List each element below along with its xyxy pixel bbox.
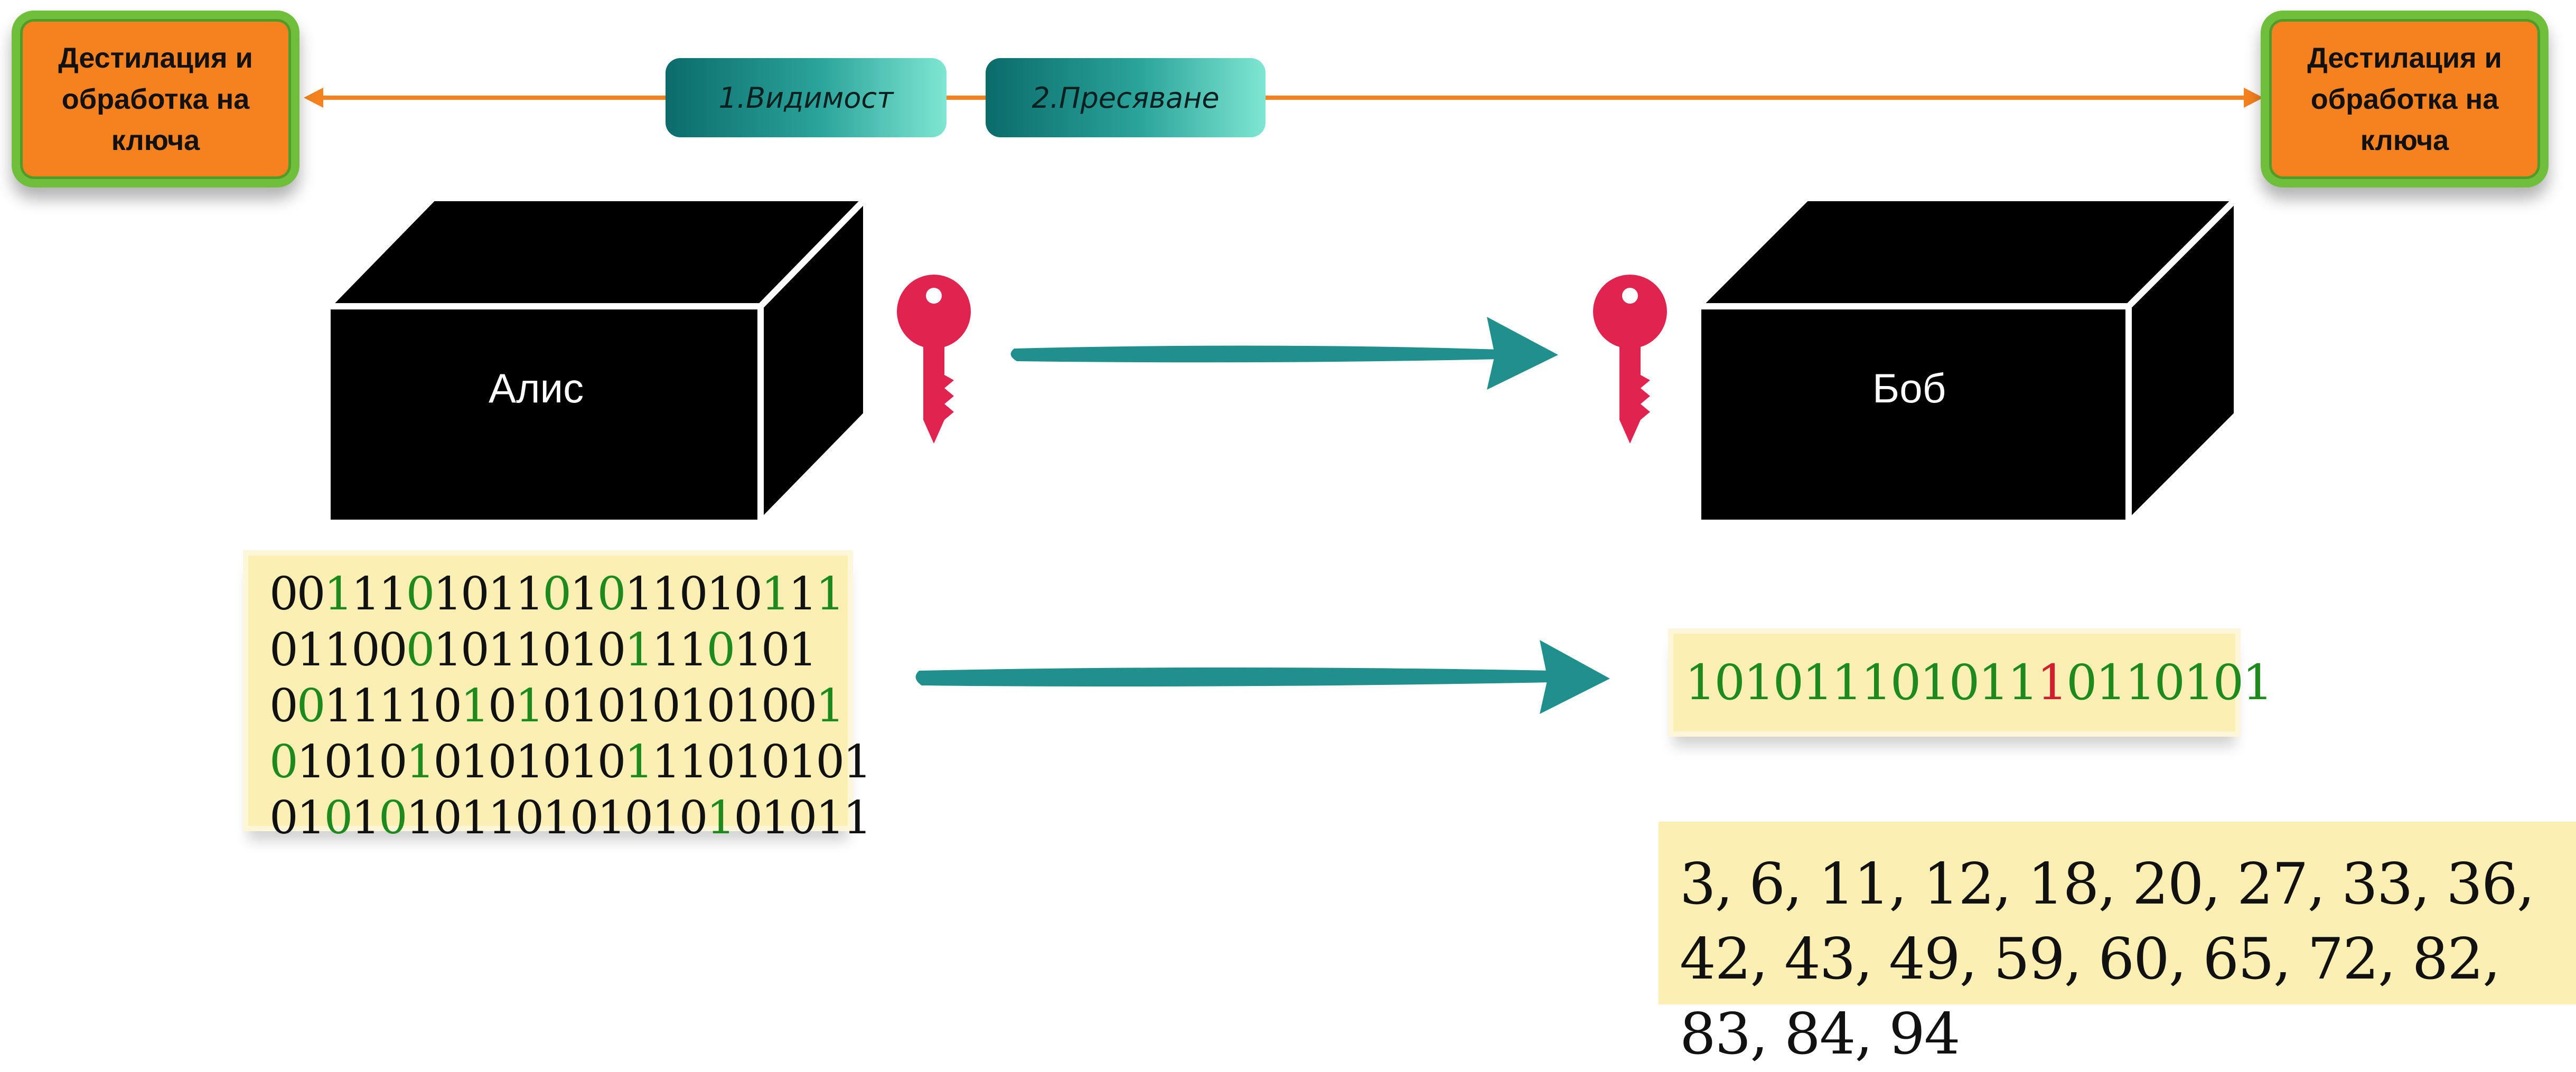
key-distillation-box-left: Дестилация и обработка на ключа [12,11,299,187]
key-distillation-label: Дестилация и обработка на ключа [58,42,253,156]
top-connector-arrow [304,88,2263,108]
key-icon [1593,275,1667,444]
alice-label: Алис [489,365,584,411]
sifted-positions-list: 3, 6, 11, 12, 18, 20, 27, 33, 36, 42, 43… [1680,851,2535,1067]
bob-sifted-bits: 10101110101110110101 [1685,654,2273,711]
alice-bit-panel: 001110101101011010111 011000101101011101… [248,556,872,844]
step-visibility-label: 1.Видимост [666,58,947,137]
bob-label: Боб [1872,365,1946,411]
alice-bit-row: 0101010110101010101011 [269,792,872,844]
step-sifting-label: 2.Пресяване [986,58,1266,137]
alice-bit-row: 001110101101011010111 [269,568,845,620]
arrow-right-icon [1010,317,1558,390]
alice-cube [320,190,874,531]
alice-bit-row: 001111010101010101001 [269,680,845,732]
key-icon [897,275,971,444]
alice-bit-row: 0101010101010111010101 [269,736,872,788]
key-distillation-label: Дестилация и обработка на ключа [2307,42,2502,156]
key-distillation-box-right: Дестилация и обработка на ключа [2261,11,2549,187]
alice-bit-row: 01100010110101110101 [269,624,817,676]
bob-cube [1690,190,2245,531]
bob-bit-panel: 10101110101110110101 [1673,634,2273,731]
sifted-positions-panel: 3, 6, 11, 12, 18, 20, 27, 33, 36, 42, 43… [1659,822,2576,1067]
diagram-canvas [304,88,2263,714]
alice-raw-bits: 001110101101011010111 011000101101011101… [269,566,872,846]
arrow-right-icon [915,640,1610,714]
